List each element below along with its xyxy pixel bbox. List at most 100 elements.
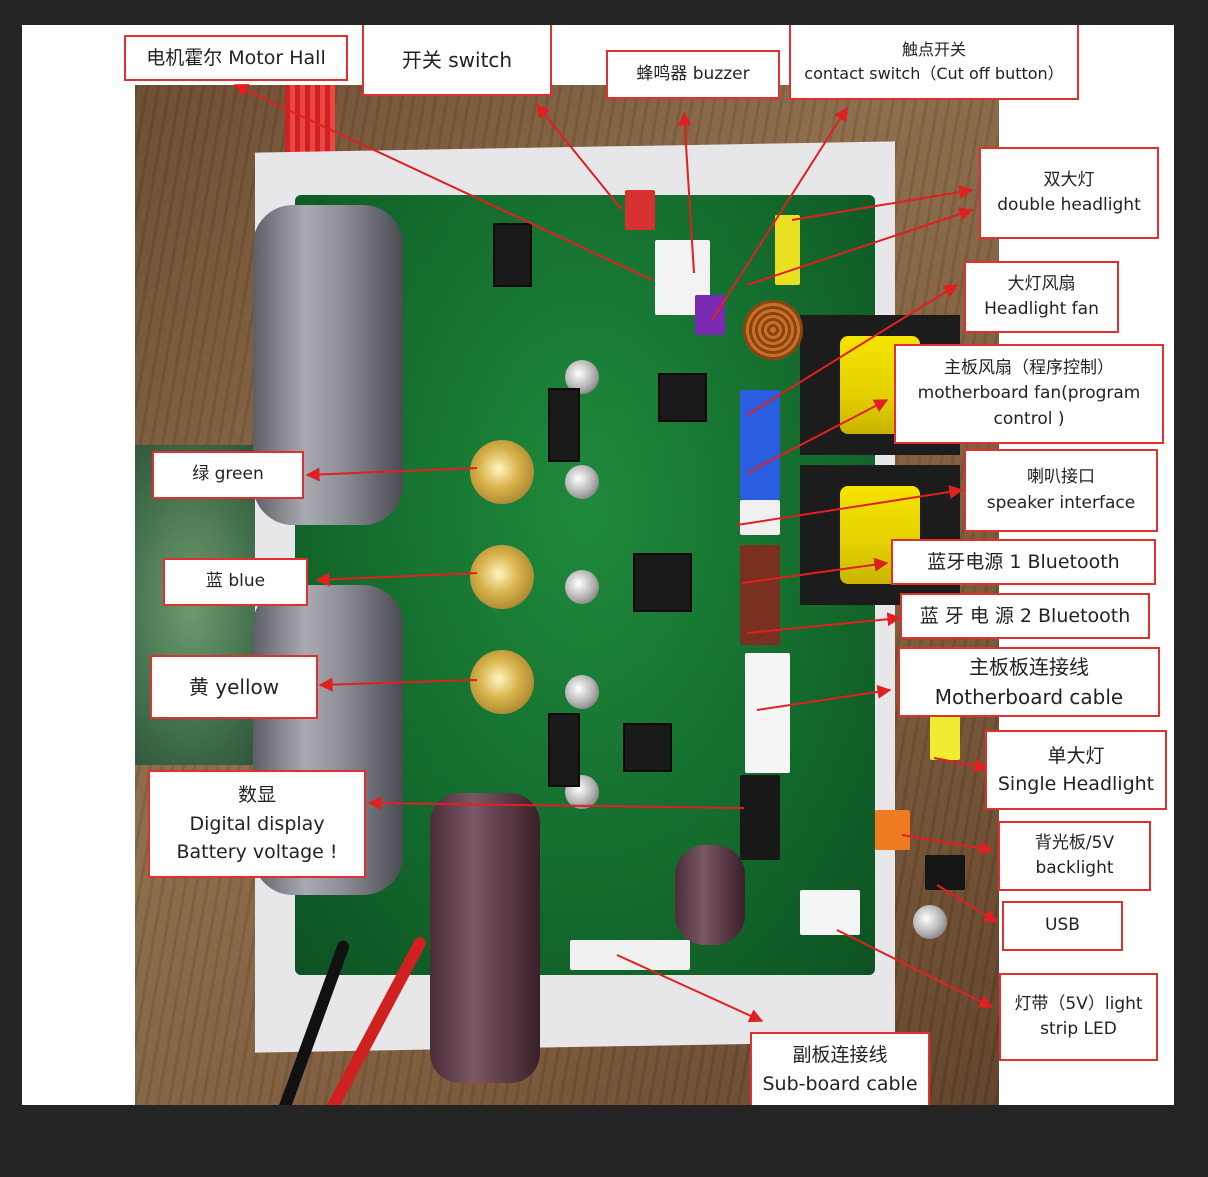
arrow-motherboard-fan	[746, 399, 889, 474]
label-light-strip: 灯带（5V）light strip LED	[999, 973, 1158, 1061]
screw	[565, 465, 599, 499]
label-contact-switch-en: contact switch（Cut off button）	[804, 63, 1064, 83]
label-single-headlight-cn: 单大灯	[1047, 744, 1105, 767]
light-strip-connector	[800, 890, 860, 935]
buzzer-connector	[695, 295, 725, 335]
arrow-bt1	[741, 557, 889, 584]
arrow-speaker	[736, 485, 964, 526]
motherboard-cable-connector	[745, 653, 790, 773]
label-green: 绿 green	[152, 451, 304, 499]
label-speaker-cn: 喇叭接口	[1027, 467, 1095, 487]
arrow-yellow	[318, 677, 478, 692]
arrow-switch	[536, 103, 623, 211]
label-double-headlight-cn: 双大灯	[1043, 169, 1095, 190]
usb-connector	[925, 855, 965, 890]
inductor-block	[660, 375, 705, 420]
label-contact-switch: 触点开关 contact switch（Cut off button）	[789, 25, 1079, 100]
label-speaker: 喇叭接口 speaker interface	[964, 449, 1158, 532]
blue-phase-terminal	[470, 545, 534, 609]
arrow-double-headlight-2	[746, 207, 974, 286]
label-single-headlight-en: Single Headlight	[997, 773, 1155, 795]
label-motherboard-fan-en1: motherboard fan(program	[917, 383, 1141, 404]
display-connector	[740, 775, 780, 860]
label-green-text: 绿 green	[192, 464, 264, 485]
label-blue-text: 蓝 blue	[205, 571, 266, 592]
label-double-headlight-en: double headlight	[997, 195, 1141, 215]
label-switch: 开关 switch	[362, 25, 552, 96]
label-yellow-text: 黄 yellow	[188, 675, 280, 699]
diagram-canvas: 电机霍尔 Motor Hall 开关 switch 蜂鸣器 buzzer 触点开…	[22, 25, 1174, 1105]
label-headlight-fan-cn: 大灯风扇	[1007, 273, 1076, 294]
screw	[913, 905, 947, 939]
label-bt1-text: 蓝牙电源 1 Bluetooth	[927, 550, 1120, 573]
label-motor-hall-text: 电机霍尔 Motor Hall	[146, 46, 326, 69]
label-bt2: 蓝 牙 电 源 2 Bluetooth	[900, 593, 1150, 639]
arrow-light-strip	[836, 929, 994, 1008]
label-contact-switch-cn: 触点开关	[901, 39, 966, 59]
capacitor-150uf	[430, 793, 540, 1083]
label-bt1: 蓝牙电源 1 Bluetooth	[891, 539, 1156, 585]
label-light-strip-en: strip LED	[1040, 1019, 1117, 1039]
small-capacitor	[675, 845, 745, 945]
switch-connector	[625, 190, 655, 230]
driver-chip	[550, 715, 578, 785]
label-mb-cable-cn: 主板板连接线	[969, 655, 1089, 679]
arrow-mb-cable	[756, 684, 892, 711]
label-sub-board-cn: 副板连接线	[792, 1044, 888, 1066]
label-headlight-fan: 大灯风扇 Headlight fan	[964, 261, 1119, 333]
label-digital-display-en2: Battery voltage !	[176, 841, 338, 864]
label-digital-display: 数显 Digital display Battery voltage !	[148, 770, 366, 878]
label-speaker-en: speaker interface	[986, 492, 1136, 513]
label-usb: USB	[1002, 901, 1123, 951]
label-motor-hall: 电机霍尔 Motor Hall	[124, 35, 348, 81]
bluetooth-connectors	[740, 545, 780, 645]
regulator	[495, 225, 530, 285]
board-photo	[135, 85, 999, 1105]
screw	[565, 675, 599, 709]
label-digital-display-cn: 数显	[237, 784, 276, 807]
label-backlight-cn: 背光板/5V	[1034, 832, 1115, 853]
arrow-motor-hall	[233, 83, 653, 281]
label-double-headlight: 双大灯 double headlight	[979, 147, 1159, 239]
label-single-headlight: 单大灯 Single Headlight	[985, 730, 1167, 810]
arrow-usb	[936, 884, 999, 923]
screw	[565, 360, 599, 394]
label-mb-cable: 主板板连接线 Motherboard cable	[898, 647, 1160, 717]
arrow-blue	[315, 572, 478, 587]
arrow-bt2	[746, 612, 902, 634]
arrow-sub-board	[616, 954, 764, 1023]
toroid-inductor	[743, 300, 803, 360]
label-buzzer: 蜂鸣器 buzzer	[606, 50, 780, 99]
arrow-backlight	[901, 834, 994, 855]
label-sub-board-en: Sub-board cable	[762, 1072, 918, 1095]
label-usb-text: USB	[1045, 915, 1080, 936]
mcu-chip	[635, 555, 690, 610]
arrow-digital-display	[367, 796, 745, 811]
label-yellow: 黄 yellow	[150, 655, 318, 719]
inductor-block	[625, 725, 670, 770]
arrow-green	[305, 467, 478, 482]
label-motherboard-fan: 主板风扇（程序控制） motherboard fan(program contr…	[894, 344, 1164, 444]
green-phase-terminal	[470, 440, 534, 504]
sub-board-connector	[570, 940, 690, 970]
label-digital-display-en1: Digital display	[189, 812, 325, 835]
yellow-phase-terminal	[470, 650, 534, 714]
backlight-connector	[875, 810, 910, 850]
arrow-double-headlight-1	[791, 185, 974, 221]
label-motherboard-fan-cn: 主板风扇（程序控制）	[944, 357, 1114, 378]
label-mb-cable-en: Motherboard cable	[934, 685, 1124, 709]
label-bt2-text: 蓝 牙 电 源 2 Bluetooth	[919, 604, 1131, 627]
label-sub-board: 副板连接线 Sub-board cable	[750, 1032, 930, 1105]
arrow-headlight-fan	[746, 284, 959, 416]
driver-chip	[550, 390, 578, 460]
screw	[565, 570, 599, 604]
arrow-buzzer	[677, 111, 695, 274]
label-backlight-en: backlight	[1035, 858, 1114, 878]
arrow-contact-switch	[711, 106, 848, 321]
speaker-connector	[740, 500, 780, 535]
arrow-layer	[233, 83, 999, 1023]
label-buzzer-text: 蜂鸣器 buzzer	[636, 63, 750, 84]
arrow-single-headlight	[933, 757, 989, 773]
label-backlight: 背光板/5V backlight	[998, 821, 1151, 891]
label-headlight-fan-en: Headlight fan	[984, 299, 1099, 319]
